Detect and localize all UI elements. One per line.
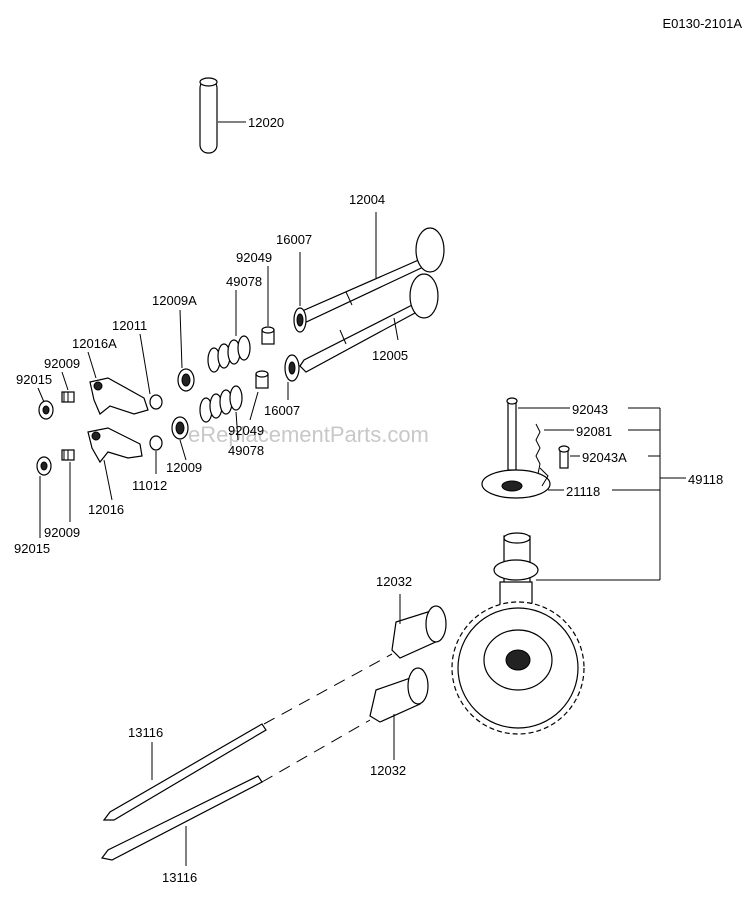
push-rod-short — [199, 77, 218, 154]
screw-bottom — [61, 449, 75, 522]
cam-gear — [451, 601, 585, 735]
label-plate: 21118 — [566, 484, 600, 499]
nut-bottom — [36, 456, 52, 538]
label-cap-top: 12009A — [152, 293, 197, 308]
rocker-top — [87, 351, 149, 415]
retainer-bottom — [284, 354, 300, 382]
leader-12005 — [393, 317, 399, 341]
label-collet-top: 92049 — [236, 250, 272, 265]
label-pivot: 12011 — [112, 318, 147, 333]
label-rocker-top: 12016A — [72, 336, 117, 351]
push-rod-long-bottom — [100, 775, 263, 861]
label-cap-bottom: 12009 — [166, 460, 202, 475]
cap-top — [177, 309, 195, 392]
pin-b — [558, 445, 570, 469]
pivot-bottom — [149, 435, 163, 474]
watermark: eReplacementParts.com — [188, 422, 429, 447]
rocker-bottom — [87, 427, 143, 501]
tappet-top — [391, 605, 447, 659]
label-screw-bottom: 92009 — [44, 525, 80, 540]
label-retainer-top: 16007 — [276, 232, 312, 247]
label-spring-top: 49078 — [226, 274, 262, 289]
label-tappet-top: 12032 — [376, 574, 412, 589]
diagram-code: E0130-2101A — [662, 16, 742, 31]
nut-top — [37, 387, 54, 420]
label-pin-a: 92043 — [572, 402, 608, 417]
label-valve-intake: 12005 — [372, 348, 408, 363]
axis-top — [263, 653, 393, 725]
label-pivot-bottom: 11012 — [132, 478, 167, 493]
spring-top — [207, 290, 251, 373]
bracket-49118 — [536, 407, 686, 581]
label-pin-b: 92043A — [582, 450, 627, 465]
label-screw-top: 92009 — [44, 356, 80, 371]
collet-top — [261, 266, 275, 345]
label-spring-bottom: 49078 — [228, 443, 264, 458]
label-governor-assy: 49118 — [688, 472, 723, 487]
label-push-rod-long-top: 13116 — [128, 725, 163, 740]
label-collet-bottom: 92049 — [228, 423, 264, 438]
screw-top — [61, 371, 75, 403]
label-push-rod-long-bottom: 13116 — [162, 870, 197, 885]
label-nut-bottom: 92015 — [14, 541, 50, 556]
label-spring-pin: 92081 — [576, 424, 612, 439]
push-rod-long-top — [102, 723, 267, 821]
label-push-rod-top: 12020 — [248, 115, 284, 130]
retainer-top — [293, 307, 307, 333]
label-valve-exhaust: 12004 — [349, 192, 385, 207]
label-tappet-bottom: 12032 — [370, 763, 406, 778]
pivot-top — [139, 333, 163, 410]
spring-bottom — [199, 385, 243, 441]
spring-pin — [535, 423, 541, 475]
collet-bottom — [249, 370, 269, 421]
label-retainer-bottom: 16007 — [264, 403, 300, 418]
tappet-bottom — [369, 667, 429, 723]
cap-bottom — [171, 416, 189, 461]
governor-plate — [481, 467, 551, 499]
label-nut-top: 92015 — [16, 372, 52, 387]
label-rocker-bottom: 12016 — [88, 502, 124, 517]
axis-bottom — [261, 719, 371, 783]
pin-a — [506, 397, 518, 471]
